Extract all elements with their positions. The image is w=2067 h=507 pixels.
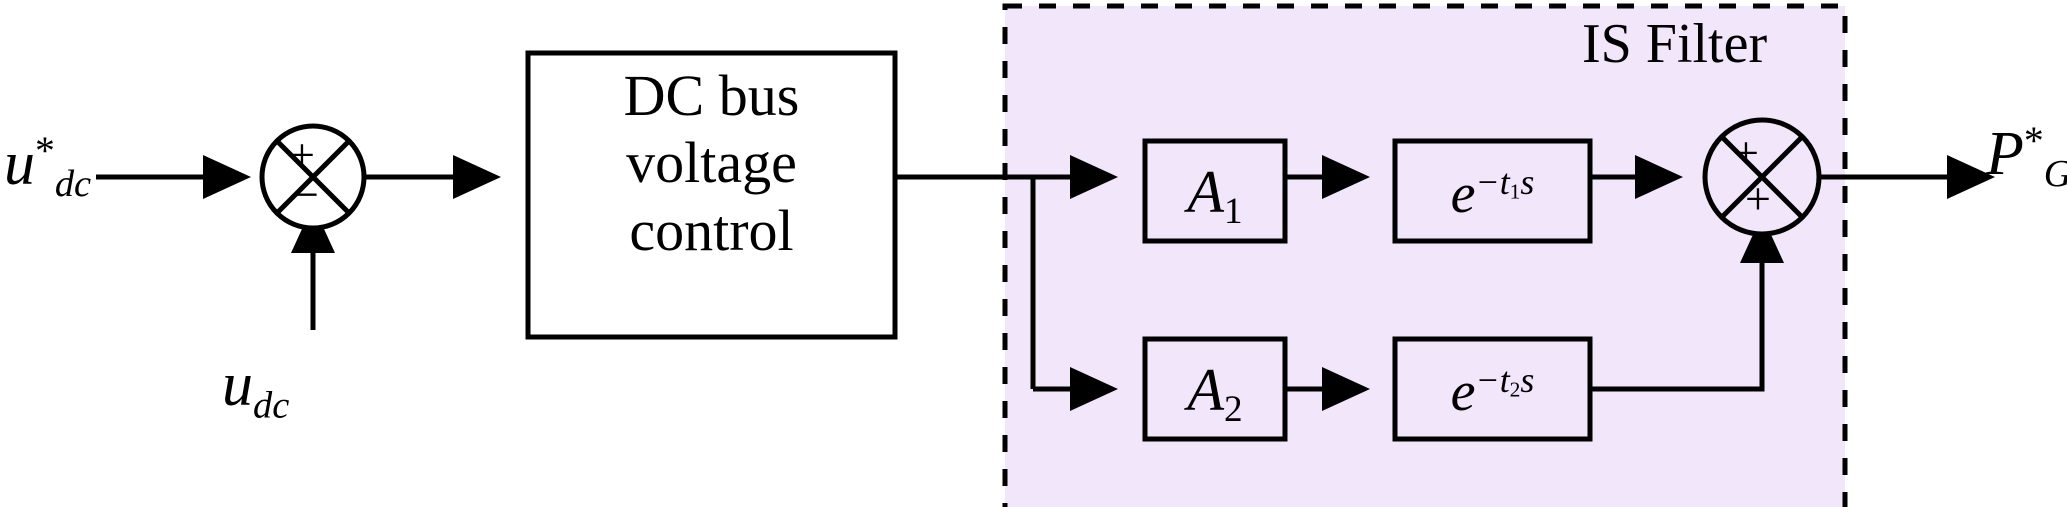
delay-upper-block (1392, 138, 1593, 244)
delay-lower-minus: − (1475, 360, 1500, 401)
reference-input-superscript: * (35, 129, 55, 173)
controller-block-label: DC bus voltage control (528, 62, 895, 264)
error-summing-junction (259, 123, 367, 231)
delay-upper-index: 1 (1509, 179, 1521, 204)
filter-summer-plus-bottom: + (1745, 173, 1771, 224)
output-subscript: G (2044, 153, 2067, 195)
feedback-input-subscript: dc (253, 384, 290, 427)
output-symbol: P (1986, 119, 2024, 188)
gain-lower-label: A2 (1145, 356, 1285, 431)
controller-label-line3: control (629, 197, 794, 263)
reference-input-subscript: dc (54, 163, 92, 206)
delay-upper-laplace: s (1520, 162, 1535, 203)
delay-lower-label: e−t2s (1395, 360, 1590, 425)
gain-lower-block (1142, 336, 1288, 442)
wire-delay-lower-to-summer (1590, 215, 1784, 392)
delay-lower-time-symbol: t (1499, 360, 1510, 401)
gain-lower-subscript: 2 (1224, 389, 1243, 431)
gain-upper-subscript: 1 (1224, 191, 1243, 233)
feedback-input-label: udc (222, 350, 289, 427)
gain-upper-block (1142, 138, 1288, 244)
is-filter-title: IS Filter (1582, 13, 1768, 75)
controller-label-line2: voltage (626, 130, 797, 196)
summer-plus-sign: + (289, 129, 315, 180)
delay-lower-index: 2 (1509, 377, 1521, 402)
gain-upper-symbol: A (1187, 159, 1225, 225)
summer-minus-sign: − (293, 169, 319, 220)
delay-upper-time-symbol: t (1499, 162, 1510, 203)
delay-upper-base: e (1450, 163, 1476, 225)
controller-label-line1: DC bus (623, 63, 800, 128)
delay-upper-label: e−t1s (1395, 162, 1590, 227)
output-label: P*G (1986, 118, 2067, 196)
reference-input-label: u*dc (4, 128, 91, 206)
output-superscript: * (2023, 119, 2044, 163)
delay-upper-minus: − (1475, 162, 1500, 203)
filter-summer-plus-left: + (1733, 127, 1759, 178)
delay-lower-laplace: s (1520, 360, 1535, 401)
controller-block (525, 50, 898, 340)
feedback-input-symbol: u (222, 351, 253, 419)
delay-lower-base: e (1450, 361, 1476, 423)
gain-upper-label: A1 (1145, 158, 1285, 233)
reference-input-symbol: u (4, 129, 35, 198)
filter-summing-junction (1702, 117, 1822, 237)
delay-lower-block (1392, 336, 1593, 442)
gain-lower-symbol: A (1187, 357, 1225, 423)
